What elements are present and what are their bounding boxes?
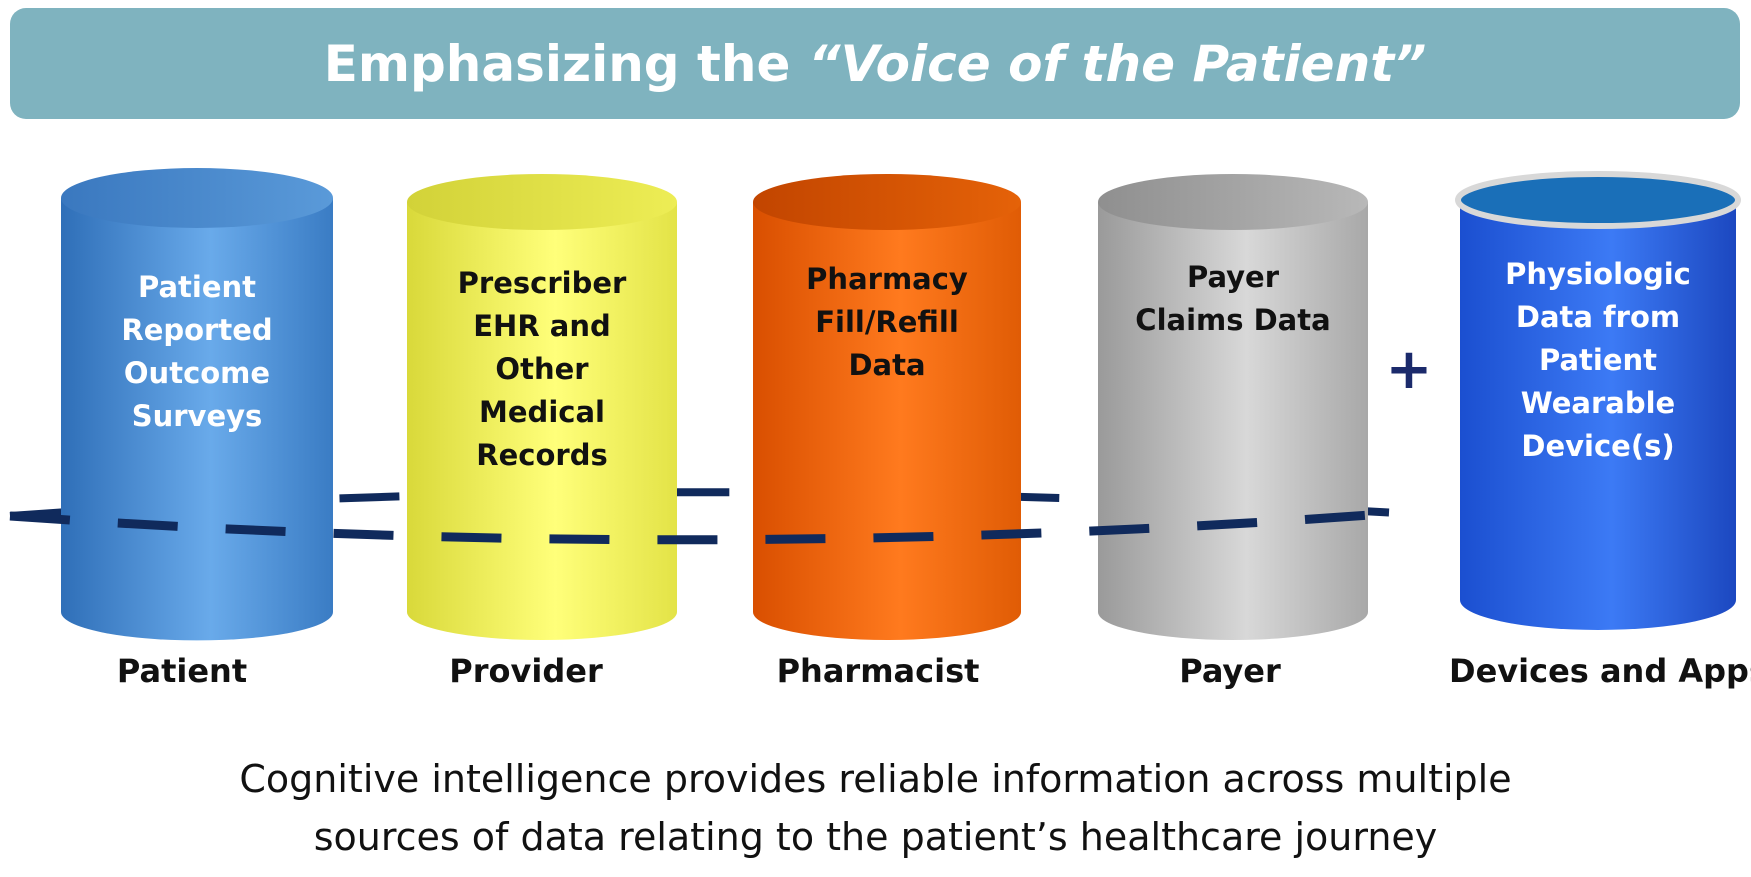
source-line: Fill/Refill bbox=[815, 305, 959, 339]
cylinder-payer bbox=[1098, 174, 1368, 640]
source-line: Patient bbox=[1538, 343, 1658, 377]
source-line: Device(s) bbox=[1521, 429, 1675, 463]
label-provider: Provider bbox=[449, 652, 603, 690]
title-quote: “Voice of the Patient” bbox=[808, 34, 1427, 93]
caption-line-1: Cognitive intelligence provides reliable… bbox=[239, 757, 1512, 801]
plus-icon: + bbox=[1385, 337, 1433, 402]
source-line: Claims Data bbox=[1135, 303, 1331, 337]
source-line: Physiologic bbox=[1505, 257, 1691, 291]
source-line: EHR and bbox=[473, 309, 611, 343]
source-line: Patient bbox=[137, 270, 257, 304]
label-pharmacist: Pharmacist bbox=[776, 652, 980, 690]
source-line: Wearable bbox=[1520, 386, 1676, 420]
source-text-payer: Payer Claims Data bbox=[1098, 256, 1368, 342]
source-line: Medical bbox=[479, 395, 605, 429]
cylinder-devices bbox=[1455, 171, 1741, 630]
label-devices: Devices and Apps bbox=[1449, 652, 1751, 690]
source-text-pharmacist: Pharmacy Fill/Refill Data bbox=[753, 258, 1021, 387]
source-line: Data from bbox=[1515, 300, 1681, 334]
caption-line-2: sources of data relating to the patient’… bbox=[313, 815, 1438, 859]
ring-front bbox=[9, 508, 1399, 545]
source-line: Payer bbox=[1186, 260, 1280, 294]
source-text-devices: Physiologic Data from Patient Wearable D… bbox=[1460, 253, 1736, 468]
source-text-provider: Prescriber EHR and Other Medical Records bbox=[407, 262, 677, 477]
title-banner: Emphasizing the “Voice of the Patient” bbox=[10, 8, 1740, 119]
caption: Cognitive intelligence provides reliable… bbox=[0, 750, 1751, 866]
label-patient: Patient bbox=[116, 652, 248, 690]
source-line: Prescriber bbox=[457, 266, 627, 300]
title-text: Emphasizing the bbox=[323, 34, 791, 93]
source-line: Reported bbox=[121, 313, 273, 347]
source-text-patient: Patient Reported Outcome Surveys bbox=[61, 266, 333, 438]
label-payer: Payer bbox=[1179, 652, 1281, 690]
source-line: Pharmacy bbox=[806, 262, 968, 296]
source-line: Records bbox=[476, 438, 608, 472]
source-line: Data bbox=[848, 348, 926, 382]
source-line: Surveys bbox=[131, 399, 263, 433]
source-line: Outcome bbox=[123, 356, 271, 390]
cylinder-provider bbox=[407, 174, 677, 640]
cylinder-pharmacist bbox=[753, 174, 1021, 640]
source-line: Other bbox=[495, 352, 589, 386]
